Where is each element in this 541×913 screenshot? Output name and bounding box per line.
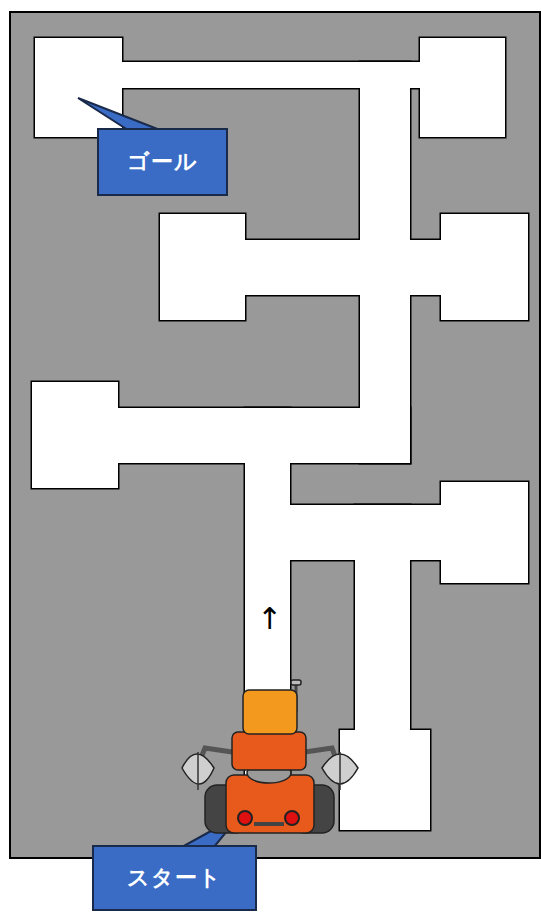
- maze-corridor: [441, 214, 528, 320]
- maze-path: [32, 38, 528, 830]
- callout-box: スタート: [92, 845, 257, 911]
- maze-corridor: [340, 730, 430, 830]
- callout-text: スタート: [127, 863, 222, 893]
- maze-corridor: [35, 38, 122, 137]
- maze-corridor: [441, 482, 528, 583]
- maze-corridor: [32, 382, 118, 488]
- direction-arrow: ↑: [257, 604, 282, 634]
- maze-corridor: [420, 38, 505, 137]
- maze-corridor: [420, 38, 505, 137]
- maze-corridor: [245, 240, 441, 295]
- robot-figure: [182, 680, 358, 833]
- callout-box: ゴール: [97, 128, 228, 196]
- maze-corridor: [32, 382, 118, 488]
- callout-text: ゴール: [127, 147, 198, 177]
- maze-ground: [10, 12, 540, 858]
- maze-corridor: [355, 505, 410, 730]
- callout-tail: [78, 98, 160, 130]
- maze-corridor: [160, 214, 245, 320]
- maze-corridor: [355, 505, 410, 730]
- maze-path-outline: [32, 38, 528, 830]
- maze-corridor: [441, 214, 528, 320]
- maze-corridor: [441, 482, 528, 583]
- maze-corridor: [160, 214, 245, 320]
- maze-corridor: [35, 38, 122, 137]
- maze-corridor: [245, 240, 441, 295]
- maze-corridor: [340, 730, 430, 830]
